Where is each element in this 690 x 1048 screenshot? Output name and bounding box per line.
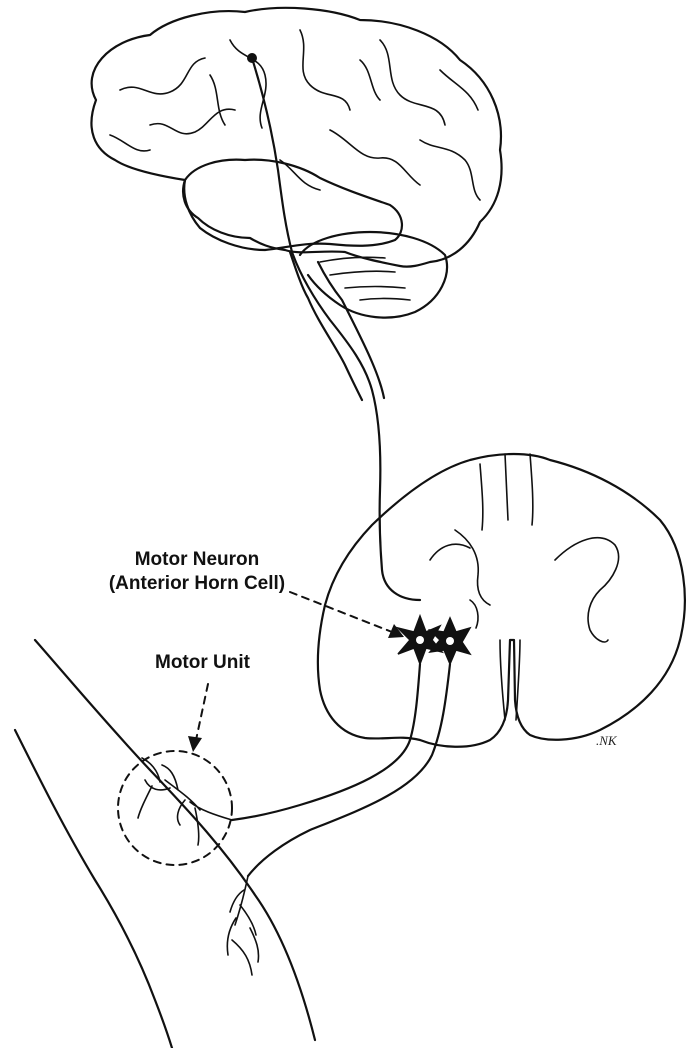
cerebellum-folia — [320, 257, 410, 300]
ventral-root-axon-1 — [232, 664, 420, 820]
motor-neuron-label-line2: (Anterior Horn Cell) — [92, 572, 302, 596]
motor-unit-arrow — [188, 684, 208, 752]
anterior-horn-cells — [232, 616, 470, 876]
motor-neuron-label: Motor Neuron (Anterior Horn Cell) — [92, 548, 302, 596]
motor-unit-circle — [118, 751, 232, 865]
gray-matter-dorsal-horn — [555, 538, 619, 642]
motor-neuron-arrow — [290, 592, 404, 638]
muscle-fiber-branches-2 — [227, 876, 258, 975]
motor-neuron-right — [430, 618, 470, 664]
spinal-cord-outline — [318, 454, 685, 747]
brain — [91, 8, 501, 600]
motor-neuron-left — [398, 616, 442, 664]
limb-outline-lower — [15, 730, 172, 1048]
corticospinal-axon — [252, 58, 420, 600]
artist-signature: .NK — [596, 733, 617, 749]
motor-neuron-label-line1: Motor Neuron — [92, 548, 302, 572]
spinal-cord-section — [318, 454, 685, 747]
limb — [15, 640, 315, 1048]
ventral-root-axon-2 — [248, 664, 450, 876]
limb-outline-upper — [35, 640, 315, 1040]
gyri — [110, 30, 480, 200]
motor-unit-label: Motor Unit — [155, 651, 250, 675]
cerebrum-outline — [91, 8, 501, 267]
temporal-lobe — [184, 160, 402, 250]
